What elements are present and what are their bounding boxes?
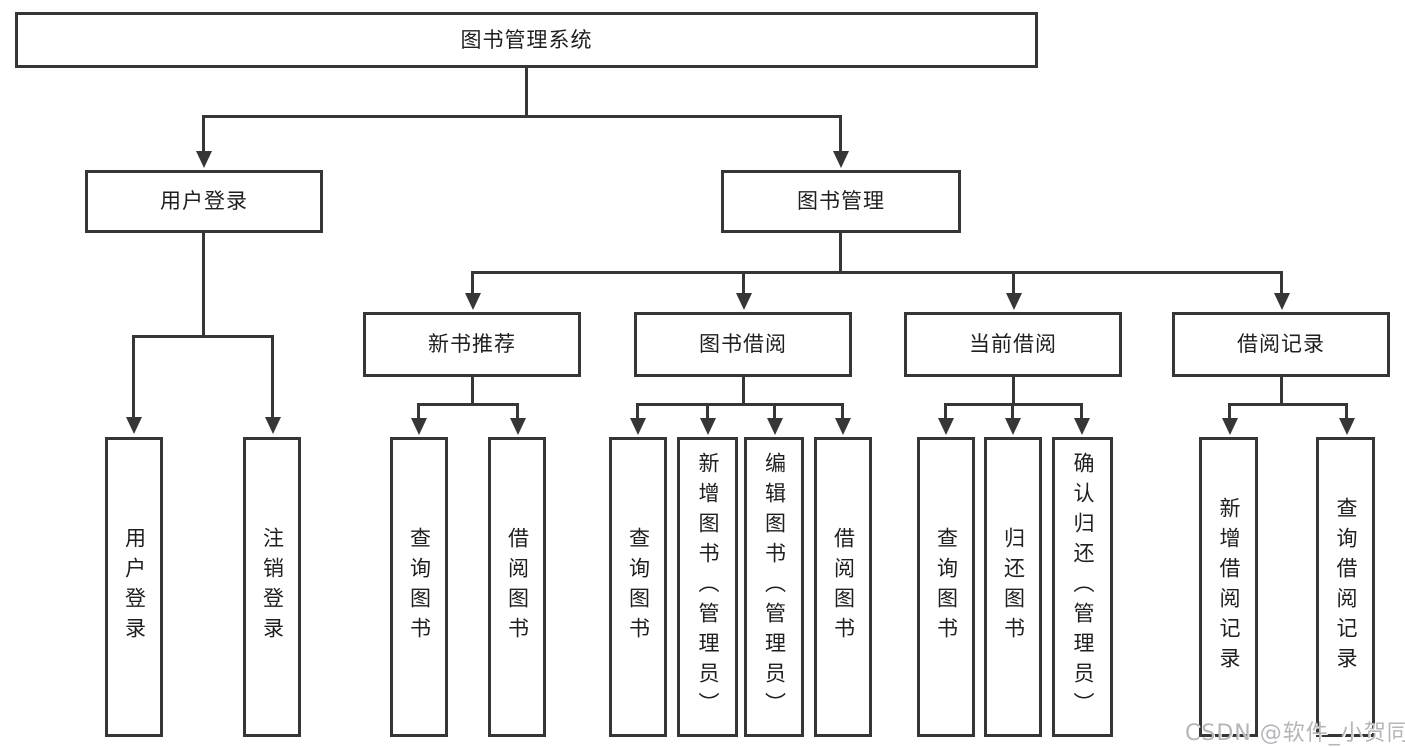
- arrowhead-down-icon: [196, 151, 212, 168]
- arrowhead-down-icon: [411, 418, 427, 435]
- arrowhead-down-icon: [510, 418, 526, 435]
- leaf-query-books-3: 查询图书: [917, 437, 975, 737]
- arrowhead-down-icon: [465, 293, 481, 310]
- connector-line: [839, 115, 842, 155]
- connector-line: [525, 66, 528, 118]
- connector-line: [839, 233, 842, 274]
- connector-line: [706, 403, 709, 419]
- arrowhead-down-icon: [1274, 293, 1290, 310]
- connector-line: [742, 375, 745, 406]
- leaf-borrow-books-2: 借阅图书: [814, 437, 872, 737]
- connector-line: [202, 115, 842, 118]
- arrowhead-down-icon: [700, 418, 716, 435]
- connector-line: [1228, 403, 1231, 419]
- connector-line: [636, 403, 639, 419]
- leaf-logout-label: 注销登录: [260, 527, 285, 647]
- node-current-borrow-label: 当前借阅: [969, 332, 1057, 356]
- connector-line: [417, 403, 519, 406]
- connector-line: [1228, 403, 1348, 406]
- node-root-label: 图书管理系统: [460, 27, 593, 52]
- arrowhead-down-icon: [1005, 418, 1021, 435]
- leaf-confirm-return-admin: 确认归还（管理员）: [1052, 437, 1113, 737]
- leaf-return-books-label: 归还图书: [1001, 527, 1026, 647]
- leaf-add-books-admin-label: 新增图书（管理员）: [696, 452, 720, 722]
- connector-line: [132, 335, 274, 338]
- connector-line: [1280, 271, 1283, 297]
- connector-line: [471, 375, 474, 406]
- leaf-edit-books-admin-label: 编辑图书（管理员）: [762, 452, 787, 722]
- leaf-query-books-2: 查询图书: [609, 437, 667, 737]
- arrowhead-down-icon: [1222, 418, 1238, 435]
- connector-line: [1280, 375, 1283, 406]
- leaf-query-borrow-record: 查询借阅记录: [1316, 437, 1375, 737]
- node-borrow-records: 借阅记录: [1172, 312, 1390, 377]
- leaf-user-login-label: 用户登录: [122, 527, 147, 647]
- leaf-borrow-books-2-label: 借阅图书: [831, 527, 856, 647]
- leaf-edit-books-admin: 编辑图书（管理员）: [744, 437, 804, 737]
- leaf-return-books: 归还图书: [984, 437, 1042, 737]
- watermark-text: CSDN @软件_小贺同学: [1185, 721, 1405, 746]
- arrowhead-down-icon: [1339, 418, 1355, 435]
- connector-line: [636, 403, 844, 406]
- connector-line: [417, 403, 420, 419]
- arrowhead-down-icon: [1074, 418, 1090, 435]
- connector-line: [773, 403, 776, 419]
- connector-line: [1012, 375, 1015, 406]
- node-book-borrow-label: 图书借阅: [699, 332, 787, 356]
- node-user-login: 用户登录: [85, 170, 323, 233]
- arrowhead-down-icon: [835, 418, 851, 435]
- arrowhead-down-icon: [736, 293, 752, 310]
- connector-line: [1011, 403, 1014, 419]
- leaf-borrow-books-1: 借阅图书: [488, 437, 546, 737]
- connector-line: [1345, 403, 1348, 419]
- connector-line: [471, 271, 1282, 274]
- node-borrow-records-label: 借阅记录: [1237, 332, 1325, 356]
- arrowhead-down-icon: [630, 418, 646, 435]
- leaf-borrow-books-1-label: 借阅图书: [505, 527, 530, 647]
- connector-line: [944, 403, 947, 419]
- connector-line: [516, 403, 519, 419]
- node-new-book-recommend-label: 新书推荐: [428, 332, 516, 356]
- leaf-query-borrow-record-label: 查询借阅记录: [1334, 497, 1358, 677]
- arrowhead-down-icon: [265, 417, 281, 434]
- leaf-query-books-1-label: 查询图书: [407, 527, 432, 647]
- arrowhead-down-icon: [938, 418, 954, 435]
- node-new-book-recommend: 新书推荐: [363, 312, 581, 377]
- connector-line: [841, 403, 844, 419]
- connector-line: [1012, 271, 1015, 297]
- arrowhead-down-icon: [1006, 293, 1022, 310]
- leaf-add-borrow-record: 新增借阅记录: [1199, 437, 1258, 737]
- arrowhead-down-icon: [126, 417, 142, 434]
- connector-line: [202, 115, 205, 155]
- connector-line: [202, 233, 205, 338]
- node-book-management-label: 图书管理: [797, 189, 885, 213]
- node-current-borrow: 当前借阅: [904, 312, 1122, 377]
- connector-line: [1080, 403, 1083, 419]
- leaf-confirm-return-admin-label: 确认归还（管理员）: [1071, 452, 1095, 722]
- leaf-logout: 注销登录: [243, 437, 301, 737]
- node-user-login-label: 用户登录: [160, 189, 248, 213]
- node-root: 图书管理系统: [15, 12, 1038, 68]
- leaf-add-borrow-record-label: 新增借阅记录: [1217, 497, 1241, 677]
- node-book-borrow: 图书借阅: [634, 312, 852, 377]
- connector-line: [742, 271, 745, 297]
- node-book-management: 图书管理: [721, 170, 961, 233]
- leaf-user-login: 用户登录: [105, 437, 163, 737]
- connector-line: [471, 271, 474, 297]
- connector-line: [271, 335, 274, 421]
- leaf-add-books-admin: 新增图书（管理员）: [677, 437, 738, 737]
- arrowhead-down-icon: [833, 151, 849, 168]
- leaf-query-books-2-label: 查询图书: [626, 527, 651, 647]
- leaf-query-books-3-label: 查询图书: [934, 527, 959, 647]
- connector-line: [132, 335, 135, 421]
- leaf-query-books-1: 查询图书: [390, 437, 448, 737]
- arrowhead-down-icon: [767, 418, 783, 435]
